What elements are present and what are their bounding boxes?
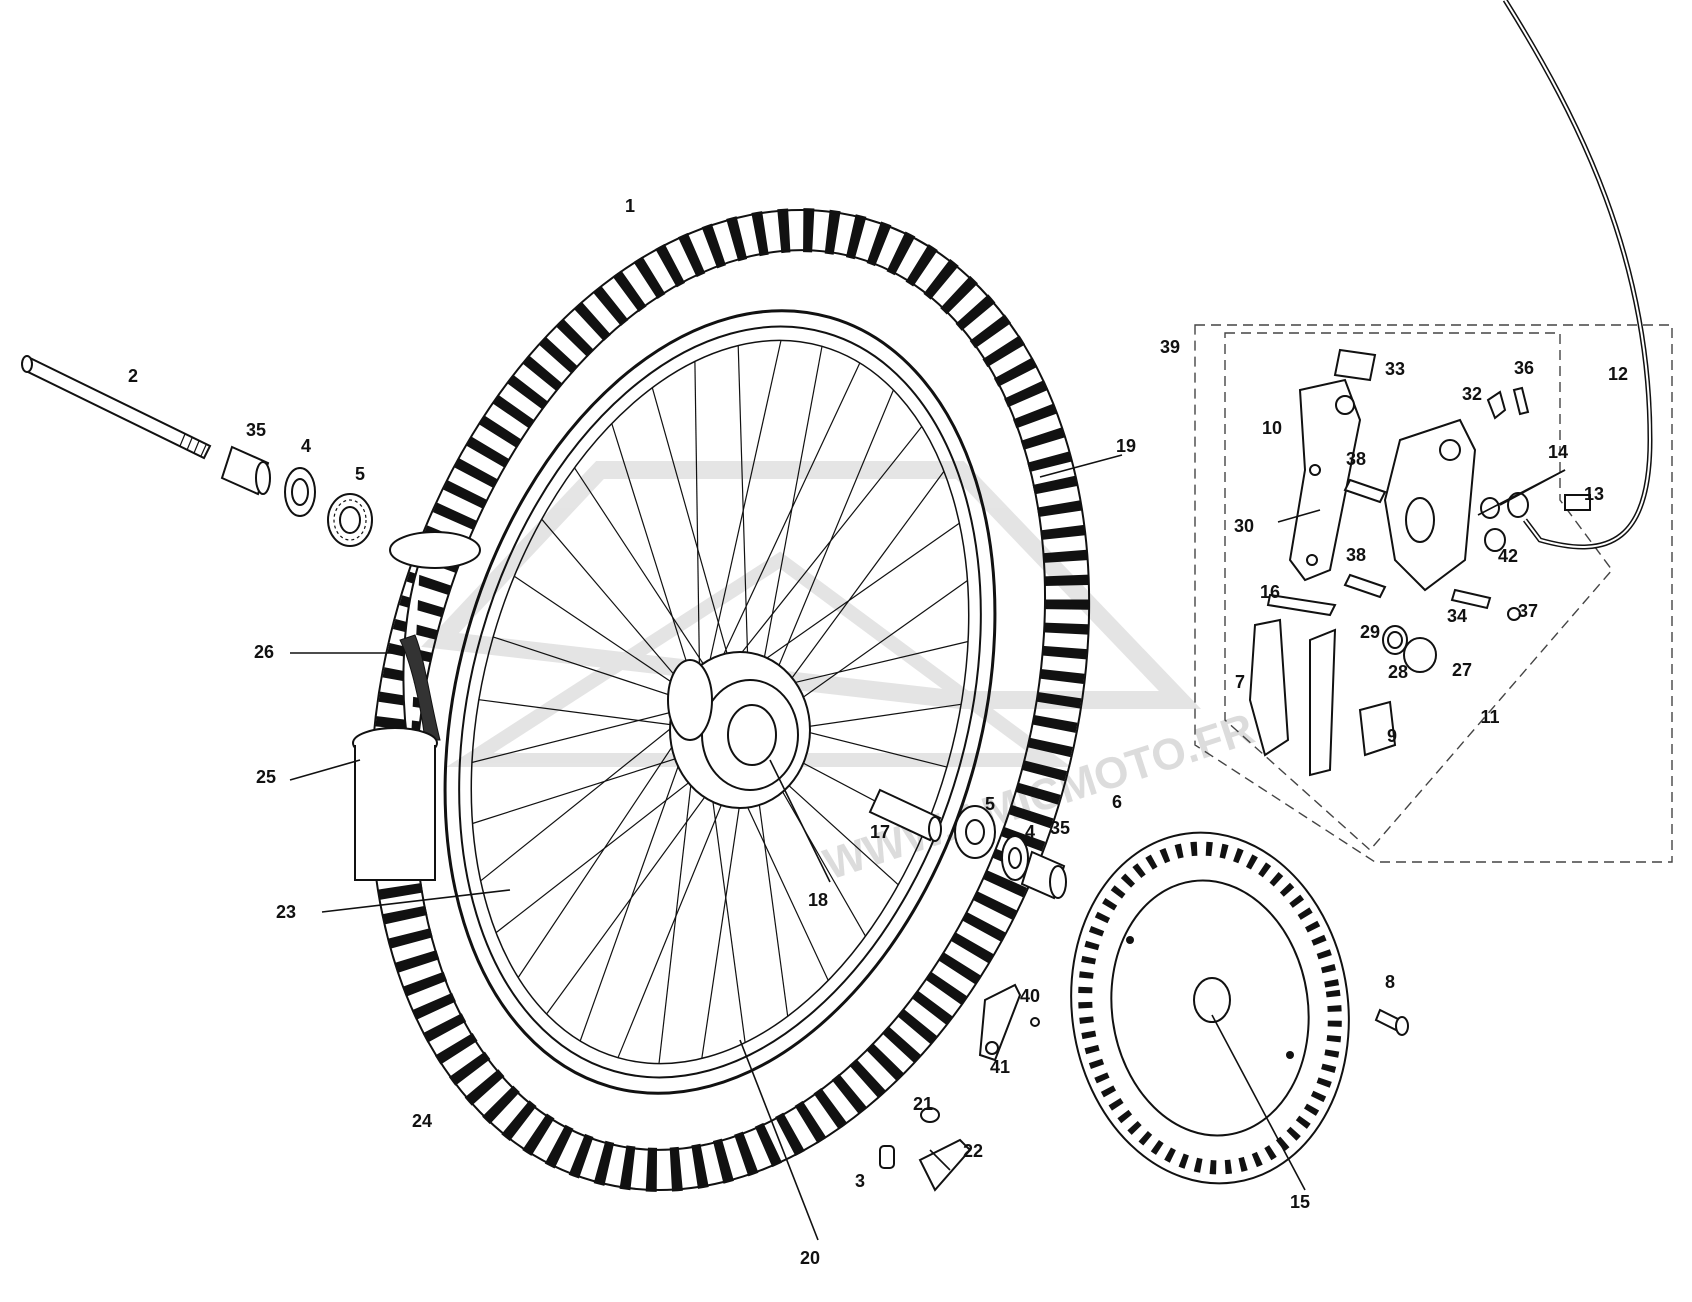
brake-pads [1248, 618, 1337, 777]
callout-8: 8 [1385, 972, 1395, 992]
callout-1: 1 [625, 196, 635, 216]
brake-hose [1502, 0, 1653, 550]
callout-37: 37 [1518, 601, 1538, 621]
callout-7: 7 [1235, 672, 1245, 692]
seal-left [284, 467, 316, 517]
callout-38b: 38 [1346, 545, 1366, 565]
spoke [517, 704, 701, 978]
spoke [611, 423, 701, 706]
bearing-right [954, 805, 996, 859]
callout-20: 20 [800, 1248, 820, 1268]
callout-38a: 38 [1346, 449, 1366, 469]
callout-24: 24 [412, 1111, 432, 1131]
caliper-small-parts [1266, 348, 1591, 757]
callout-5b: 5 [985, 794, 995, 814]
callout-16: 16 [1260, 582, 1280, 602]
callout-22: 22 [963, 1141, 983, 1161]
spacer-right [1020, 850, 1067, 900]
callout-3: 3 [855, 1171, 865, 1191]
spoke [480, 704, 701, 882]
callout-15: 15 [1290, 1192, 1310, 1212]
callout-12: 12 [1608, 364, 1628, 384]
spoke [471, 704, 701, 764]
spoke [694, 361, 701, 706]
spoke [699, 340, 782, 706]
callout-35b: 35 [1050, 818, 1070, 838]
callout-26: 26 [254, 642, 274, 662]
tire [369, 208, 1091, 1192]
brake-disc [1070, 831, 1350, 1185]
valve-parts [879, 1107, 972, 1192]
disc-bolt [1374, 1008, 1409, 1036]
watermark: WWW.AMICMOTO.FR [421, 461, 1260, 890]
caliper-body [1383, 418, 1477, 592]
callout-32: 32 [1462, 384, 1482, 404]
callout-41: 41 [990, 1057, 1010, 1077]
callout-35a: 35 [246, 420, 266, 440]
callout-36: 36 [1514, 358, 1534, 378]
callout-4b: 4 [1025, 822, 1035, 842]
callout-13: 13 [1584, 484, 1604, 504]
callout-21: 21 [913, 1094, 933, 1114]
callout-18: 18 [808, 890, 828, 910]
bearing-left [327, 493, 373, 547]
callout-30: 30 [1234, 516, 1254, 536]
spoke [699, 362, 861, 706]
callout-14: 14 [1548, 442, 1568, 462]
callout-29: 29 [1360, 622, 1380, 642]
callout-25: 25 [256, 767, 276, 787]
callout-9: 9 [1387, 726, 1397, 746]
callout-34: 34 [1447, 606, 1467, 626]
callout-23: 23 [276, 902, 296, 922]
hub [667, 651, 811, 809]
callout-42: 42 [1498, 546, 1518, 566]
callout-6: 6 [1112, 792, 1122, 812]
callout-17: 17 [870, 822, 890, 842]
axle [21, 355, 212, 460]
callout-39: 39 [1160, 337, 1180, 357]
callout-27: 27 [1452, 660, 1472, 680]
inner-tube [352, 531, 481, 881]
leader-lines [289, 454, 1566, 1241]
caliper-box [1194, 324, 1673, 863]
callout-10: 10 [1262, 418, 1282, 438]
callout-2: 2 [128, 366, 138, 386]
spoke [492, 636, 701, 706]
spacer-left [220, 445, 271, 496]
callout-19: 19 [1116, 436, 1136, 456]
bracket [978, 983, 1040, 1062]
callout-11: 11 [1480, 707, 1499, 727]
callout-5a: 5 [355, 464, 365, 484]
spacer-tube [868, 788, 942, 842]
callout-4a: 4 [301, 436, 311, 456]
caliper-bracket [1288, 378, 1362, 582]
callout-28: 28 [1388, 662, 1408, 682]
callout-40: 40 [1020, 986, 1040, 1006]
callout-33: 33 [1385, 359, 1405, 379]
seal-right [1001, 835, 1029, 881]
